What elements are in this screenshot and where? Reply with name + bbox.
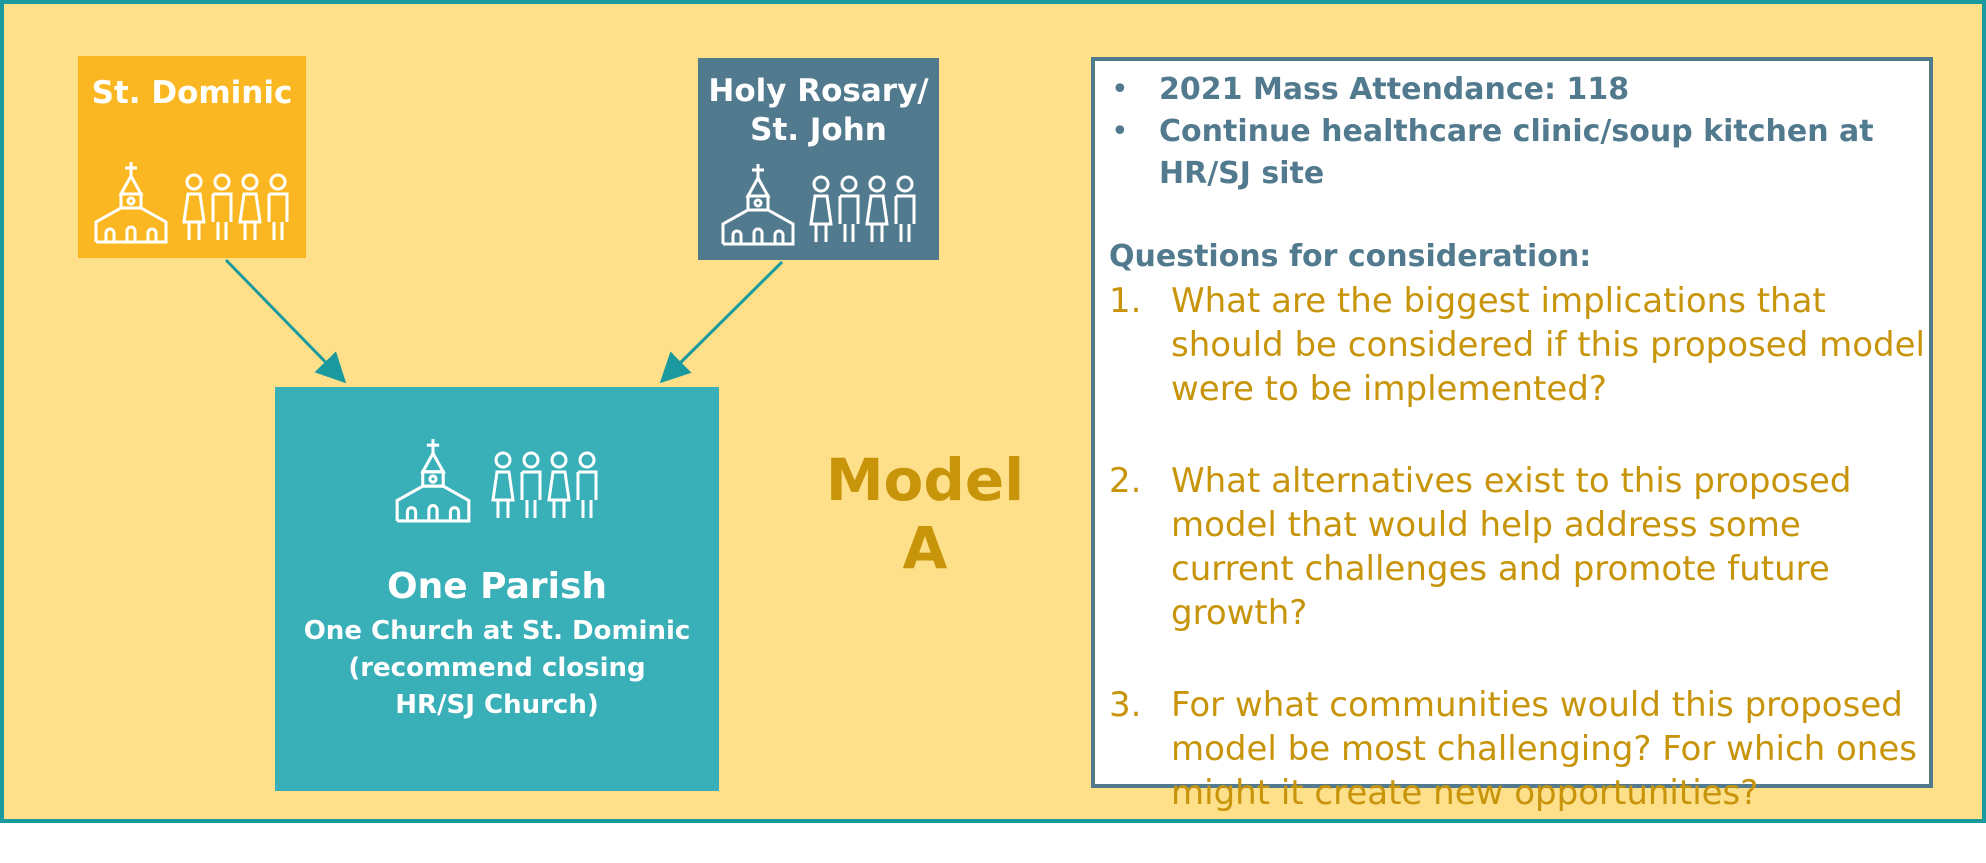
one-parish-title: One Parish	[386, 566, 608, 607]
holy-rosary-label: Holy Rosary/ St. John	[708, 73, 929, 148]
st-dominic-label: St. Dominic	[91, 75, 293, 111]
question-text: For what communities would this proposed…	[1171, 685, 1917, 813]
question-number: 1.	[1109, 281, 1142, 321]
holy-rosary-st-john-box: Holy Rosary/ St. John	[698, 58, 939, 260]
question-item: 2. What alternatives exist to this propo…	[1107, 459, 1927, 635]
arrow-st-dominic	[224, 258, 347, 384]
one-parish-box: One Parish One Church at St. Dominic (re…	[275, 387, 719, 791]
question-number: 2.	[1109, 461, 1142, 501]
question-item: 3. For what communities would this propo…	[1107, 683, 1927, 815]
people-icon	[182, 173, 289, 240]
questions-list: 1. What are the biggest implications tha…	[1107, 279, 1927, 863]
bullet-item: 2021 Mass Attendance: 118	[1107, 69, 1907, 111]
question-text: What alternatives exist to this proposed…	[1171, 461, 1852, 633]
church-icon	[395, 439, 471, 523]
st-dominic-box: St. Dominic	[78, 56, 306, 258]
question-number: 3.	[1109, 685, 1142, 725]
slide: St. Dominic Holy Rosary/ St. John	[0, 0, 1986, 823]
church-icon	[721, 164, 794, 246]
bullet-item: Continue healthcare clinic/soup kitchen …	[1107, 111, 1907, 195]
merge-arrows	[224, 258, 784, 384]
question-item: 1. What are the biggest implications tha…	[1107, 279, 1927, 411]
people-icon	[491, 451, 598, 518]
question-text: What are the biggest implications that s…	[1171, 281, 1925, 409]
info-panel: 2021 Mass Attendance: 118 Continue healt…	[1091, 57, 1933, 813]
one-parish-subtitle: One Church at St. Dominic (recommend clo…	[303, 616, 691, 720]
arrow-holy-rosary	[659, 260, 784, 384]
model-label: Model A	[825, 446, 1025, 582]
bullet-list: 2021 Mass Attendance: 118 Continue healt…	[1107, 69, 1907, 195]
questions-heading: Questions for consideration:	[1109, 239, 1592, 274]
people-icon	[808, 175, 915, 242]
church-icon	[94, 162, 168, 244]
